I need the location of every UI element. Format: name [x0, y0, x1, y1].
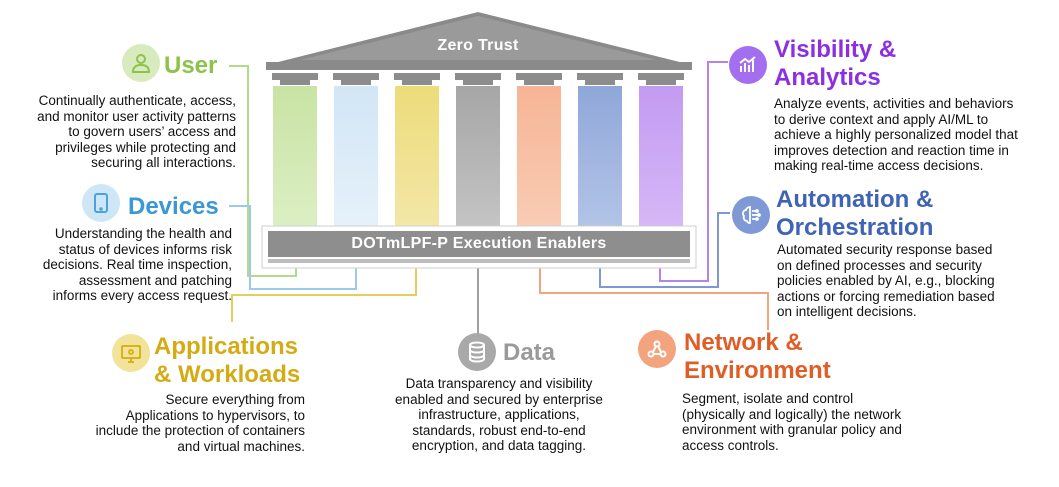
network-connector-line: [539, 262, 769, 330]
base-label: DOTmLPF-P Execution Enablers: [351, 235, 607, 252]
applications-description: Secure everything from Applications to h…: [95, 392, 305, 454]
pillar-visibility: [639, 86, 683, 228]
database-icon: [458, 333, 496, 371]
network-nodes-icon: [638, 330, 676, 368]
pillar-network: [517, 86, 561, 228]
application-screen-icon: [112, 334, 150, 372]
pillar-user: [273, 86, 317, 228]
visibility-description: Analyze events, activities and behaviors…: [774, 96, 1018, 173]
network-description: Segment, isolate and control (physically…: [682, 391, 902, 453]
analytics-chart-icon: [729, 46, 767, 84]
tablet-icon: [82, 184, 120, 222]
applications-heading: Applications & Workloads: [154, 333, 301, 388]
pillar-automation: [578, 86, 622, 228]
devices-connector-line: [229, 205, 357, 290]
pillar-applications: [395, 86, 439, 228]
data-description: Data transparency and visibility enabled…: [395, 376, 603, 453]
network-heading: Network & Environment: [684, 329, 831, 384]
visibility-heading: Visibility & Analytics: [774, 36, 897, 91]
automation-heading: Automation & Orchestration: [776, 186, 934, 241]
devices-heading: Devices: [128, 193, 219, 220]
automation-connector-line: [599, 212, 730, 288]
applications-connector-line: [231, 262, 417, 322]
user-icon: [122, 44, 160, 82]
automation-description: Automated security response based on def…: [777, 242, 995, 319]
pillar-data: [456, 86, 500, 228]
temple-base-band: [268, 231, 690, 257]
user-connector-line: [229, 65, 297, 277]
roof-label: Zero Trust: [437, 37, 519, 54]
pillar-devices: [334, 86, 378, 228]
data-heading: Data: [503, 339, 556, 366]
user-description: Continually authenticate, access, and mo…: [37, 93, 236, 170]
temple-entablature: [266, 62, 692, 70]
devices-description: Understanding the health and status of d…: [42, 226, 232, 303]
visibility-connector-line: [659, 61, 728, 282]
ai-brain-icon: [732, 196, 770, 234]
user-heading: User: [164, 52, 218, 79]
